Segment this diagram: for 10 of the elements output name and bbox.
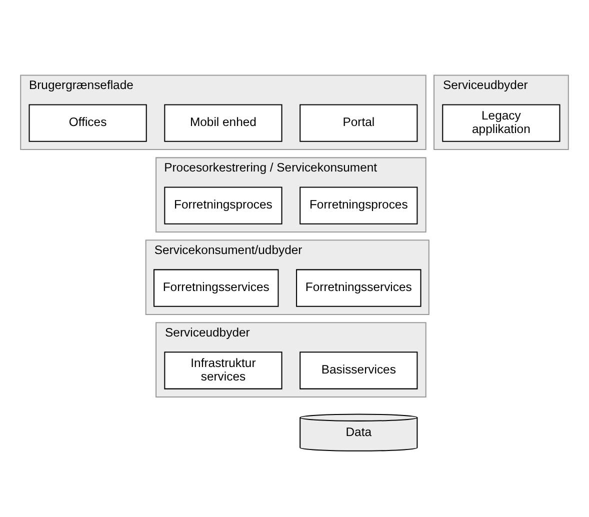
- node-box: Mobil enhed: [164, 104, 282, 142]
- node-box: Forretningsservices: [153, 268, 279, 306]
- node-box: Legacy applikation: [442, 104, 560, 142]
- node-box: Forretningsproces: [300, 186, 418, 224]
- node-box: Offices: [28, 104, 147, 142]
- node-box: Infrastruktur services: [164, 351, 282, 389]
- node-box: Forretningsproces: [164, 186, 282, 224]
- node-box: Basisservices: [300, 351, 418, 389]
- node-box: Portal: [300, 104, 418, 142]
- node-box: Forretningsservices: [296, 268, 422, 306]
